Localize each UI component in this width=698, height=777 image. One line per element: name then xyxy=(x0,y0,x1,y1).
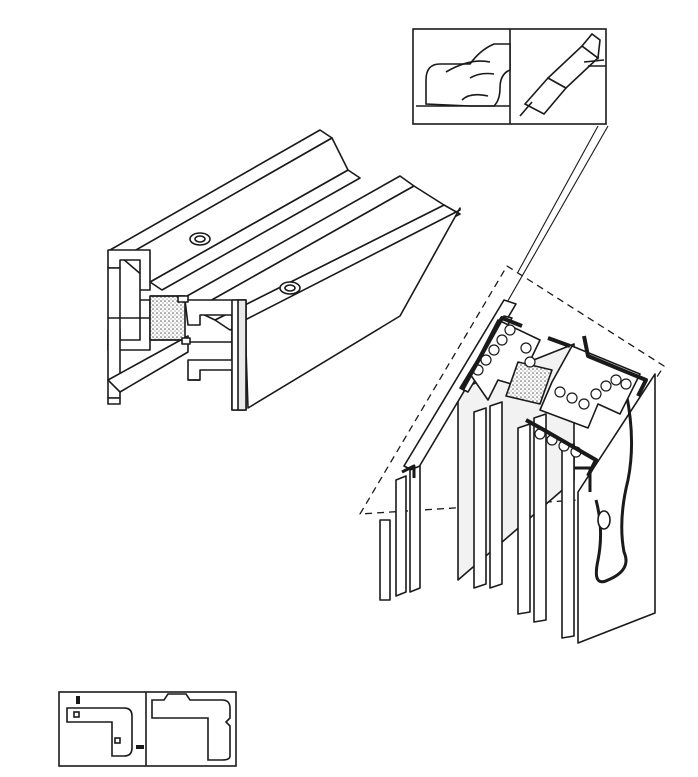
fin-4 xyxy=(473,407,487,589)
fin-7 xyxy=(533,413,547,623)
sealant-tube-icon xyxy=(519,32,606,117)
sketch-left-profile xyxy=(66,707,133,757)
fin-5 xyxy=(489,401,503,589)
section-left-bottom xyxy=(107,397,121,405)
cutaway-detail xyxy=(359,265,665,644)
cross-section-sketch xyxy=(58,691,237,767)
front-fin xyxy=(237,299,247,411)
screw-hole-2-inner xyxy=(284,284,296,292)
thermal-break-insulation xyxy=(149,295,186,341)
hand-icon xyxy=(425,43,511,107)
inset-installation xyxy=(412,28,607,125)
lower-left-extrusion xyxy=(107,335,189,393)
detail-screw-hole xyxy=(597,510,611,530)
top-face-right xyxy=(193,185,445,321)
detail-insulation xyxy=(505,361,553,405)
sealant-bead xyxy=(594,391,634,584)
fin-8 xyxy=(561,443,575,639)
fin-6 xyxy=(517,423,531,615)
fin-3 xyxy=(409,465,421,593)
screw-hole-1-inner xyxy=(194,235,206,243)
detail-dashed-outline xyxy=(359,265,665,515)
front-face xyxy=(244,207,461,409)
fin-2 xyxy=(395,475,407,597)
fin-1 xyxy=(379,519,391,601)
sketch-right-profile xyxy=(151,693,231,761)
profile-overview xyxy=(107,129,461,411)
